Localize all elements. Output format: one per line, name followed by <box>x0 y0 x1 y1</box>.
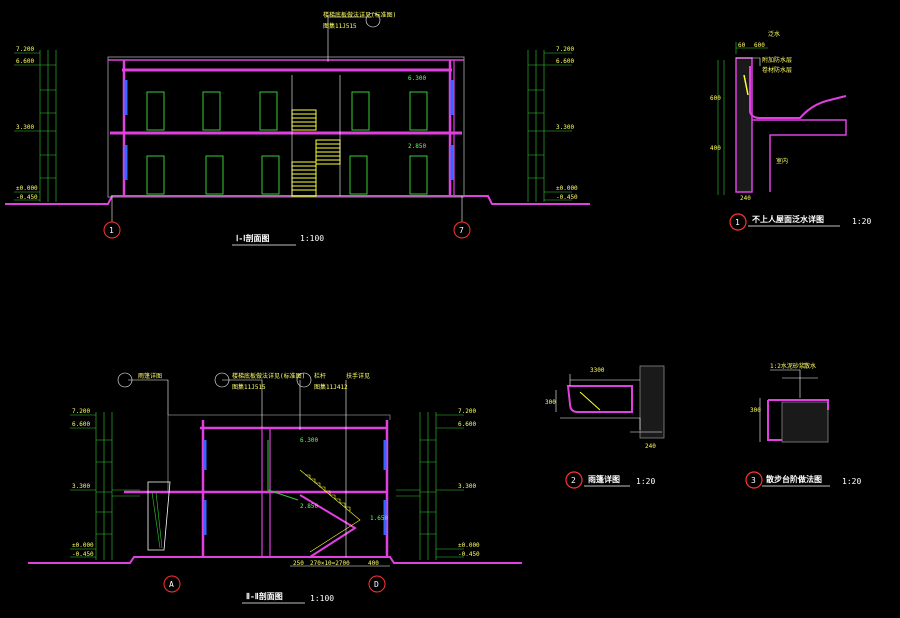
svg-text:-0.450: -0.450 <box>458 551 480 558</box>
svg-text:-0.450: -0.450 <box>16 194 38 201</box>
svg-text:室内: 室内 <box>776 157 788 165</box>
svg-text:1:20: 1:20 <box>636 477 655 486</box>
svg-text:7.200: 7.200 <box>72 408 90 415</box>
svg-text:270×10=2700: 270×10=2700 <box>310 560 350 567</box>
svg-text:250: 250 <box>293 560 304 567</box>
svg-text:6.600: 6.600 <box>556 58 574 65</box>
svg-text:3.300: 3.300 <box>458 483 476 490</box>
svg-text:2.850: 2.850 <box>408 143 426 150</box>
svg-text:400: 400 <box>710 145 721 152</box>
svg-text:6.300: 6.300 <box>300 437 318 444</box>
svg-text:散水: 散水 <box>804 362 816 370</box>
d1-title: 不上人屋面泛水详图 <box>752 214 824 224</box>
svg-text:3.300: 3.300 <box>556 124 574 131</box>
s1-axis-right: 7 <box>459 226 464 235</box>
svg-text:图集11J412: 图集11J412 <box>314 383 348 391</box>
svg-text:A: A <box>169 580 174 589</box>
svg-text:60: 60 <box>738 42 746 49</box>
s2-title: Ⅱ-Ⅱ剖面图 <box>246 591 283 601</box>
s1-title: Ⅰ-Ⅰ剖面图 <box>236 233 270 243</box>
svg-text:1.650: 1.650 <box>370 515 388 522</box>
svg-text:±0.000: ±0.000 <box>16 185 38 192</box>
s1-axis-left: 1 <box>109 226 114 235</box>
svg-text:雨篷详图: 雨篷详图 <box>588 474 620 484</box>
svg-text:400: 400 <box>368 560 379 567</box>
s1-scale: 1:100 <box>300 234 324 243</box>
svg-text:±0.000: ±0.000 <box>72 542 94 549</box>
svg-text:1: 1 <box>735 218 740 227</box>
s1-note-top2: 图集11J515 <box>323 22 357 30</box>
svg-text:6.600: 6.600 <box>16 58 34 65</box>
svg-text:泛水: 泛水 <box>768 30 780 38</box>
svg-text:卷材防水层: 卷材防水层 <box>762 66 792 74</box>
svg-text:7.200: 7.200 <box>458 408 476 415</box>
svg-text:240: 240 <box>740 195 751 202</box>
svg-text:扶手详见: 扶手详见 <box>346 372 370 380</box>
svg-text:栏杆: 栏杆 <box>314 372 326 380</box>
svg-text:附加防水层: 附加防水层 <box>762 56 792 64</box>
svg-text:±0.000: ±0.000 <box>458 542 480 549</box>
svg-text:1:100: 1:100 <box>310 594 334 603</box>
svg-text:散步台阶做法图: 散步台阶做法图 <box>766 474 822 484</box>
svg-text:300: 300 <box>545 399 556 406</box>
s1-note-top: 楼梯底板做法详见(标准图) <box>323 11 396 19</box>
svg-text:240: 240 <box>645 443 656 450</box>
detail-1: 60 600 泛水 附加防水层 卷材防水层 600 400 240 室内 1 不… <box>710 30 871 231</box>
svg-text:-0.450: -0.450 <box>556 194 578 201</box>
section-1-1: 楼梯底板做法详见(标准图) 图集11J515 6.300 2.850 1 7 Ⅰ… <box>5 11 590 246</box>
svg-text:3.300: 3.300 <box>16 124 34 131</box>
svg-text:6.300: 6.300 <box>408 75 426 82</box>
svg-text:1:20: 1:20 <box>852 217 871 226</box>
svg-text:2: 2 <box>571 476 576 485</box>
svg-text:D: D <box>374 580 379 589</box>
svg-text:-0.450: -0.450 <box>72 551 94 558</box>
section-2-2: 雨篷详图 楼梯底板做法详见(标准图) 图集11J515 栏杆 图集11J412 … <box>28 372 522 604</box>
svg-text:600: 600 <box>710 95 721 102</box>
svg-text:1:2水泥砂浆: 1:2水泥砂浆 <box>770 362 805 370</box>
svg-text:3.300: 3.300 <box>72 483 90 490</box>
svg-text:3: 3 <box>751 476 756 485</box>
svg-text:楼梯底板做法详见(标准图): 楼梯底板做法详见(标准图) <box>232 372 305 380</box>
svg-text:300: 300 <box>750 407 761 414</box>
svg-text:6.600: 6.600 <box>458 421 476 428</box>
svg-text:3300: 3300 <box>590 367 605 374</box>
svg-text:600: 600 <box>754 42 765 49</box>
detail-3: 1:2水泥砂浆 散水 300 3 散步台阶做法图 1:20 <box>745 362 861 489</box>
svg-text:雨篷详图: 雨篷详图 <box>138 372 162 380</box>
svg-text:图集11J515: 图集11J515 <box>232 383 266 391</box>
svg-text:7.200: 7.200 <box>556 46 574 53</box>
svg-text:2.850: 2.850 <box>300 503 318 510</box>
svg-text:6.600: 6.600 <box>72 421 90 428</box>
svg-text:7.200: 7.200 <box>16 46 34 53</box>
svg-text:±0.000: ±0.000 <box>556 185 578 192</box>
svg-text:1:20: 1:20 <box>842 477 861 486</box>
detail-2: 3300 300 240 2 雨篷详图 1:20 <box>545 365 665 489</box>
